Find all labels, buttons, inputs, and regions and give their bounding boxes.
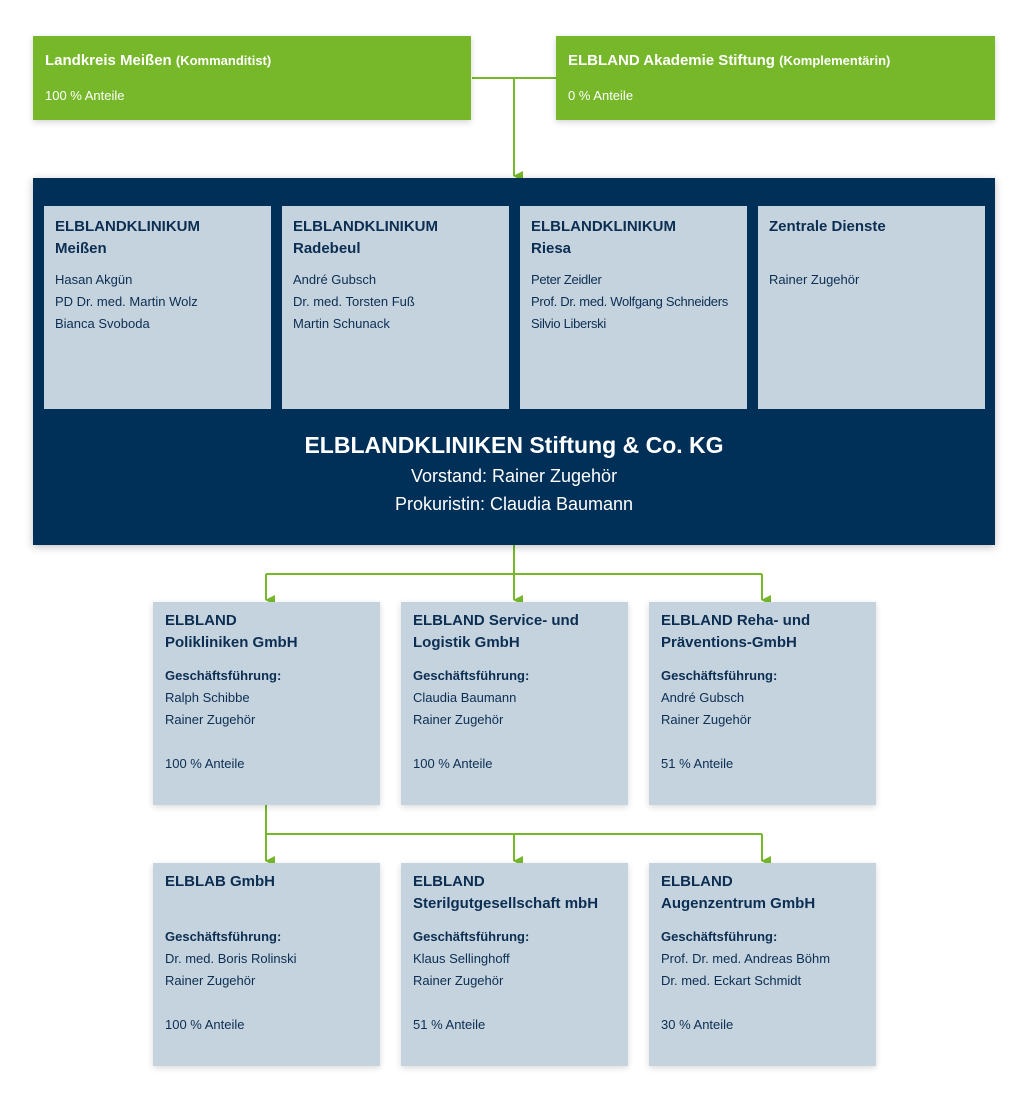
clinic-people: Peter Zeidler Prof. Dr. med. Wolfgang Sc…	[531, 269, 728, 335]
main-company-title: ELBLANDKLINIKEN Stiftung & Co. KG	[304, 432, 724, 458]
manager: Ralph Schibbe	[165, 690, 250, 705]
subsidiary-name: ELBLAB GmbH	[165, 871, 275, 893]
clinic-title-line1: ELBLANDKLINIKUM	[531, 218, 676, 235]
clinic-title: ELBLANDKLINIKUM Radebeul	[293, 216, 438, 260]
share-text: 100 % Anteile	[165, 1017, 245, 1032]
clinic-title-line1: Zentrale Dienste	[769, 218, 886, 235]
owner-box-landkreis: Landkreis Meißen (Kommanditist) 100 % An…	[33, 36, 471, 120]
clinic-title-line1: ELBLANDKLINIKUM	[293, 218, 438, 235]
management-label: Geschäftsführung:	[413, 929, 530, 944]
manager: Klaus Sellinghoff	[413, 951, 510, 966]
clinic-title-line2: Riesa	[531, 240, 572, 257]
clinic-title-line1: ELBLANDKLINIKUM	[55, 218, 200, 235]
share-text: 100 % Anteile	[413, 756, 493, 771]
owner-title: Landkreis Meißen (Kommanditist)	[45, 52, 271, 69]
managers: Prof. Dr. med. Andreas Böhm Dr. med. Eck…	[661, 948, 830, 992]
manager: Dr. med. Boris Rolinski	[165, 951, 297, 966]
person: Prof. Dr. med. Wolfgang Schneiders	[531, 294, 728, 309]
clinic-people: Hasan Akgün PD Dr. med. Martin Wolz Bian…	[55, 269, 198, 335]
main-company-panel: ELBLANDKLINIKUM Meißen Hasan Akgün PD Dr.…	[33, 178, 995, 545]
subsidiary-name-line2: Logistik GmbH	[413, 634, 520, 651]
managers: Klaus Sellinghoff Rainer Zugehör	[413, 948, 510, 992]
clinic-people: Rainer Zugehör	[769, 269, 859, 291]
management-label: Geschäftsführung:	[661, 668, 778, 683]
main-board: Vorstand: Rainer Zugehör	[410, 466, 618, 486]
owner-role: (Komplementärin)	[779, 53, 891, 68]
subsidiary-name-line2: Sterilgutgesellschaft mbH	[413, 895, 599, 912]
owner-name: ELBLAND Akademie Stiftung	[568, 52, 775, 69]
subsidiary-name: ELBLAND Augenzentrum GmbH	[661, 871, 815, 915]
subsidiary-box-polikliniken: ELBLAND Polikliniken GmbH Geschäftsführun…	[153, 602, 380, 805]
manager: Rainer Zugehör	[661, 712, 752, 727]
management-label: Geschäftsführung:	[165, 668, 282, 683]
subsidiary-name-line2: Präventions-GmbH	[661, 634, 797, 651]
subsidiary-name: ELBLAND Polikliniken GmbH	[165, 610, 298, 654]
subsidiary-name-line2: Polikliniken GmbH	[165, 634, 298, 651]
person: Silvio Liberski	[531, 316, 606, 331]
clinic-title: Zentrale Dienste	[769, 216, 886, 238]
subsidiary-box-sterilgut: ELBLAND Sterilgutgesellschaft mbH Geschäf…	[401, 863, 628, 1066]
management-label: Geschäftsführung:	[661, 929, 778, 944]
manager: Rainer Zugehör	[413, 712, 504, 727]
share-text: 100 % Anteile	[165, 756, 245, 771]
clinic-people: André Gubsch Dr. med. Torsten Fuß Martin…	[293, 269, 415, 335]
clinic-title-line2: Radebeul	[293, 240, 361, 257]
share-text: 30 % Anteile	[661, 1017, 734, 1032]
subsidiary-name-line1: ELBLAND	[165, 612, 237, 629]
manager: Rainer Zugehör	[413, 973, 504, 988]
person: Dr. med. Torsten Fuß	[293, 294, 415, 309]
person: PD Dr. med. Martin Wolz	[55, 294, 198, 309]
managers: Ralph Schibbe Rainer Zugehör	[165, 687, 255, 731]
manager: Prof. Dr. med. Andreas Böhm	[661, 951, 831, 966]
subsidiary-name-line1: ELBLAB GmbH	[165, 873, 275, 890]
person: Bianca Svoboda	[55, 316, 150, 331]
main-procurist: Prokuristin: Claudia Baumann	[394, 494, 634, 514]
managers: André Gubsch Rainer Zugehör	[661, 687, 751, 731]
clinic-title: ELBLANDKLINIKUM Meißen	[55, 216, 200, 260]
owner-title: ELBLAND Akademie Stiftung (Komplementäri…	[568, 52, 890, 69]
person: Rainer Zugehör	[769, 272, 860, 287]
subsidiary-name-line2: Augenzentrum GmbH	[661, 895, 816, 912]
owner-name: Landkreis Meißen	[45, 52, 172, 69]
manager: Rainer Zugehör	[165, 712, 256, 727]
management-label: Geschäftsführung:	[165, 929, 282, 944]
subsidiary-name: ELBLAND Sterilgutgesellschaft mbH	[413, 871, 598, 915]
clinic-box-riesa: ELBLANDKLINIKUM Riesa Peter Zeidler Prof.…	[520, 206, 747, 409]
owner-share: 0 % Anteile	[568, 88, 634, 103]
manager: Dr. med. Eckart Schmidt	[661, 973, 802, 988]
owner-box-akademie: ELBLAND Akademie Stiftung (Komplementäri…	[556, 36, 995, 120]
person: Martin Schunack	[293, 316, 390, 331]
subsidiary-box-augenzentrum: ELBLAND Augenzentrum GmbH Geschäftsführun…	[649, 863, 876, 1066]
managers: Dr. med. Boris Rolinski Rainer Zugehör	[165, 948, 296, 992]
subsidiary-name-line1: ELBLAND	[413, 873, 485, 890]
share-text: 51 % Anteile	[661, 756, 734, 771]
clinic-title-line2: Meißen	[55, 240, 107, 257]
person: Peter Zeidler	[531, 272, 602, 287]
manager: Rainer Zugehör	[165, 973, 256, 988]
subsidiary-name-line1: ELBLAND Reha- und	[661, 612, 811, 629]
managers: Claudia Baumann Rainer Zugehör	[413, 687, 516, 731]
clinic-box-meissen: ELBLANDKLINIKUM Meißen Hasan Akgün PD Dr.…	[44, 206, 271, 409]
subsidiary-name-line1: ELBLAND Service- und	[413, 612, 579, 629]
clinic-box-zentrale-dienste: Zentrale Dienste Rainer Zugehör	[758, 206, 985, 409]
manager: Claudia Baumann	[413, 690, 517, 705]
owner-share: 100 % Anteile	[45, 88, 125, 103]
clinic-title: ELBLANDKLINIKUM Riesa	[531, 216, 676, 260]
owner-role: (Kommanditist)	[175, 53, 272, 68]
manager: André Gubsch	[661, 690, 745, 705]
share-text: 51 % Anteile	[413, 1017, 486, 1032]
clinic-box-radebeul: ELBLANDKLINIKUM Radebeul André Gubsch Dr.…	[282, 206, 509, 409]
management-label: Geschäftsführung:	[413, 668, 530, 683]
subsidiary-name-line1: ELBLAND	[661, 873, 733, 890]
person: André Gubsch	[293, 272, 377, 287]
subsidiary-box-elblab: ELBLAB GmbH Geschäftsführung: Dr. med. B…	[153, 863, 380, 1066]
person: Hasan Akgün	[55, 272, 133, 287]
